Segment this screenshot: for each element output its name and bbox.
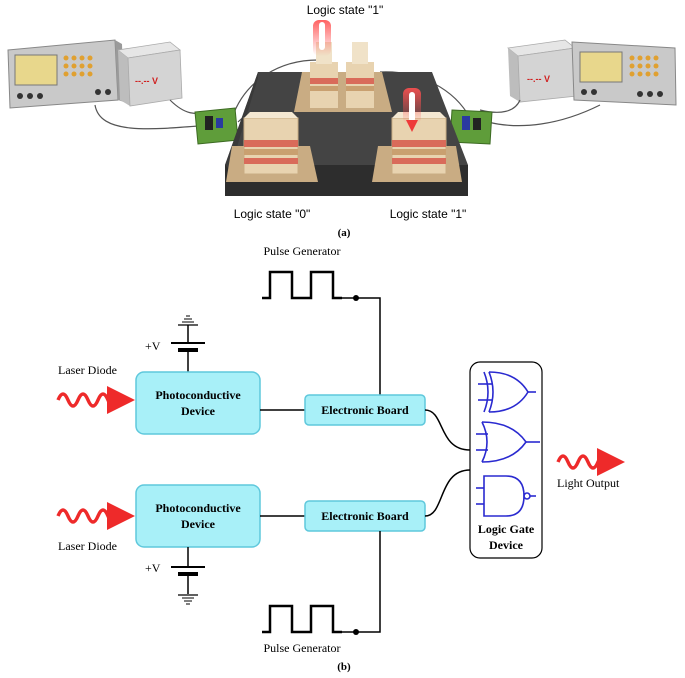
pulse-waveform-bottom (262, 604, 342, 634)
left-voltmeter-readout: --.-- V (135, 76, 158, 86)
pulse-waveform-top (262, 270, 342, 300)
electronic-board-bottom-label: Electronic Board (321, 509, 409, 523)
top-device (294, 42, 392, 112)
light-output-wave (556, 448, 625, 476)
wire-bottom-board-to-gate (424, 469, 471, 517)
left-circuit-board (194, 107, 239, 145)
panel-b-schematic: Pulse Generator +V Laser Diode Photocond… (56, 244, 625, 655)
or-gate-icon (476, 421, 540, 463)
battery-top (171, 315, 205, 372)
laser-wave-top (56, 386, 135, 414)
panel-b-caption: (b) (337, 661, 351, 673)
left-device (226, 112, 318, 182)
vplus-top-label: +V (145, 339, 161, 353)
xor-gate-icon (478, 371, 536, 413)
logic-state-top-label: Logic state "1" (307, 3, 384, 17)
light-beam-top (313, 20, 331, 56)
photoconductive-device-top (135, 371, 261, 435)
right-circuit-board (449, 109, 493, 145)
left-voltmeter: --.-- V (117, 41, 183, 107)
logic-gate-device (469, 361, 543, 559)
logic-state-left-label: Logic state "0" (234, 207, 311, 221)
panel-a-illustration: --.-- V --.-- V (7, 3, 677, 221)
right-voltmeter-readout: --.-- V (527, 74, 550, 84)
photoconductive-top-line1: Photoconductive (155, 388, 241, 402)
right-voltmeter: --.-- V (507, 39, 578, 103)
light-beam-right (403, 88, 421, 132)
electronic-board-top-label: Electronic Board (321, 403, 409, 417)
laser-wave-bottom (56, 502, 135, 530)
battery-bottom (171, 547, 205, 605)
pulse-generator-top-label: Pulse Generator (264, 244, 341, 258)
right-device (372, 112, 462, 182)
photoconductive-top-line2: Device (181, 404, 216, 418)
pulse-generator-bottom-label: Pulse Generator (264, 641, 341, 655)
photoconductive-bottom-line2: Device (181, 517, 216, 531)
laser-diode-bottom-label: Laser Diode (58, 539, 117, 553)
logic-state-right-label: Logic state "1" (390, 207, 467, 221)
right-oscilloscope (571, 41, 677, 106)
laser-diode-top-label: Laser Diode (58, 363, 117, 377)
left-oscilloscope (7, 39, 124, 109)
logic-gate-label-line1: Logic Gate (478, 522, 535, 536)
vplus-bottom-label: +V (145, 561, 161, 575)
light-output-label: Light Output (557, 476, 620, 490)
panel-a-caption: (a) (338, 227, 351, 239)
pulse-bottom-terminal (353, 629, 359, 635)
photoconductive-bottom-line1: Photoconductive (155, 501, 241, 515)
logic-gate-label-line2: Device (489, 538, 524, 552)
photoconductive-device-bottom (135, 484, 261, 548)
wire-top-board-to-gate (424, 409, 471, 451)
nand-gate-icon (476, 475, 536, 517)
